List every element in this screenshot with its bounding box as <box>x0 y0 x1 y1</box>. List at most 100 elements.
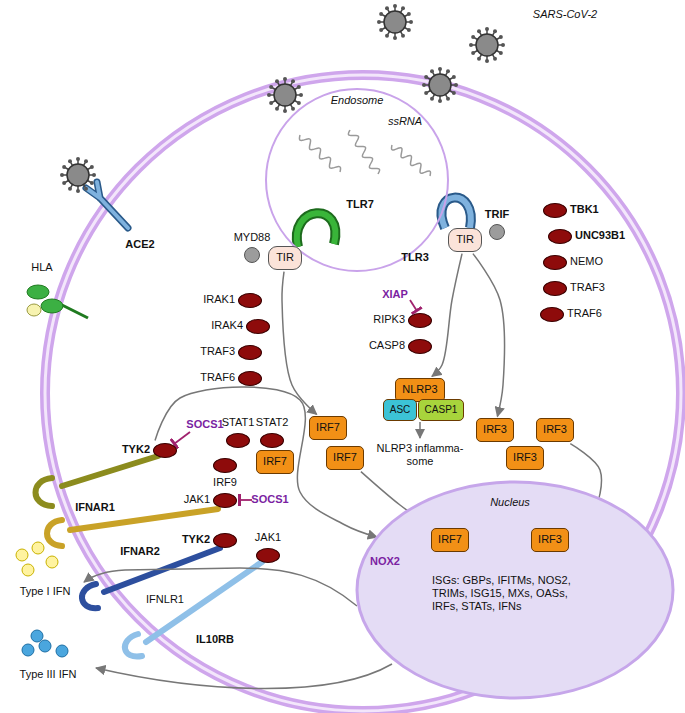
virion <box>377 4 413 40</box>
virion <box>422 67 458 103</box>
tir-domain: TIR <box>448 228 482 251</box>
node-label: STAT1 <box>222 416 255 429</box>
node-label: IRF7 <box>316 421 340 434</box>
signal-arrow <box>432 254 462 377</box>
transcription-factor: IRF3 <box>476 418 514 441</box>
diagram-label: NOX2 <box>370 555 400 568</box>
tir-domain: TIR <box>268 246 302 269</box>
node-label: IRF7 <box>438 533 462 546</box>
ifn-receptors <box>36 456 263 657</box>
node-label: IRF7 <box>263 455 287 468</box>
protein-oval <box>408 339 432 354</box>
signaling-protein: STAT2 <box>256 416 289 447</box>
protein-oval <box>226 433 250 448</box>
ssrna-strands <box>299 130 430 176</box>
protein-oval <box>540 307 564 322</box>
diagram-label: Type I IFN <box>20 585 71 598</box>
transcription-factor: IRF3 <box>531 528 569 551</box>
tlr7-receptor <box>297 213 336 247</box>
node-label: TRAF3 <box>570 281 605 294</box>
node-label: TYK2 <box>182 533 210 546</box>
protein-oval <box>153 443 177 458</box>
hla-molecule <box>27 285 88 318</box>
protein-oval <box>238 371 262 386</box>
node-label: IRAK1 <box>203 293 235 306</box>
virion <box>267 77 303 113</box>
node-label: TYK2 <box>122 443 150 456</box>
signaling-protein: CASP8 <box>369 339 432 354</box>
signaling-protein: TYK2 <box>182 533 237 548</box>
diagram-label: TLR7 <box>346 198 374 211</box>
node-label: IRF3 <box>543 423 567 436</box>
node-label: TRIF <box>485 208 509 221</box>
inflammasome-part: CASP1 <box>418 399 465 421</box>
signaling-protein: IRF9 <box>213 458 237 489</box>
signaling-protein: TYK2 <box>122 443 177 458</box>
node-label: TIR <box>276 251 294 264</box>
cell-membrane <box>45 75 681 711</box>
protein-oval <box>256 548 280 563</box>
protein-oval <box>213 493 237 508</box>
transcription-factor: IRF3 <box>536 418 574 441</box>
node-label: IRF7 <box>333 451 357 464</box>
node-label: NLRP3 <box>402 383 437 396</box>
transcription-factor: IRF7 <box>256 450 294 473</box>
protein-oval <box>238 345 262 360</box>
signaling-protein: JAK1 <box>184 493 237 508</box>
node-label: NEMO <box>570 255 603 268</box>
virus-particles <box>60 4 505 193</box>
node-label: Nucleus <box>490 496 530 509</box>
virion <box>469 27 505 63</box>
signaling-protein: TRAF6 <box>200 371 262 386</box>
node-label: IRF9 <box>213 476 237 489</box>
cell-membrane-inner <box>45 75 681 711</box>
diagram-label: Type III IFN <box>20 668 77 681</box>
signaling-protein: TRAF6 <box>540 307 602 322</box>
transcription-factor: IRF3 <box>506 446 544 469</box>
node-label: TBK1 <box>570 203 599 216</box>
diagram-label: XIAP <box>382 288 408 301</box>
diagram-label: IFNLR1 <box>146 593 184 606</box>
diagram-label: ACE2 <box>125 238 154 251</box>
diagram-label: SARS-CoV-2 <box>533 8 597 21</box>
adaptor-protein: TRIF <box>485 208 509 240</box>
signaling-protein: JAK1 <box>255 531 281 562</box>
signaling-protein: TRAF3 <box>200 345 262 360</box>
signaling-protein: NEMO <box>543 255 603 270</box>
node-label: MYD88 <box>234 231 271 244</box>
node-label: CASP1 <box>425 404 458 416</box>
protein-oval <box>543 203 567 218</box>
node-label: Endosome <box>267 94 447 107</box>
virion <box>60 157 96 193</box>
diagram-label: IFNAR2 <box>120 545 160 558</box>
protein-oval <box>543 281 567 296</box>
signaling-protein: RIPK3 <box>373 313 432 328</box>
signal-arrow <box>473 254 505 417</box>
adaptor-dot <box>244 247 260 263</box>
diagram-label: ssRNA <box>388 115 422 128</box>
protein-oval <box>543 255 567 270</box>
ace2-receptor <box>86 182 128 228</box>
adaptor-dot <box>489 224 505 240</box>
node-label: JAK1 <box>184 493 210 506</box>
node-label: TRAF3 <box>200 345 235 358</box>
signaling-protein: STAT1 <box>222 416 255 447</box>
diagram-label: ISGs: GBPs, IFITMs, NOS2, TRIMs, ISG15, … <box>432 574 597 614</box>
type-iii-ifn-molecules <box>22 630 68 657</box>
diagram-label: SOCS1 <box>186 418 223 431</box>
protein-oval <box>213 533 237 548</box>
diagram-label: TLR3 <box>401 251 429 264</box>
node-label: TRAF6 <box>200 371 235 384</box>
protein-oval <box>548 229 572 244</box>
tlr3-receptor <box>441 198 470 228</box>
signaling-protein: TBK1 <box>543 203 599 218</box>
node-label: TRAF6 <box>567 307 602 320</box>
node-label: UNC93B1 <box>575 229 625 242</box>
diagram-label: NLRP3 inflamma- some <box>374 442 466 468</box>
signaling-protein: TRAF3 <box>543 281 605 296</box>
signaling-protein: UNC93B1 <box>548 229 625 244</box>
diagram-label: HLA <box>31 261 52 274</box>
node-label: TIR <box>456 233 474 246</box>
inhibition-lines <box>174 300 417 562</box>
